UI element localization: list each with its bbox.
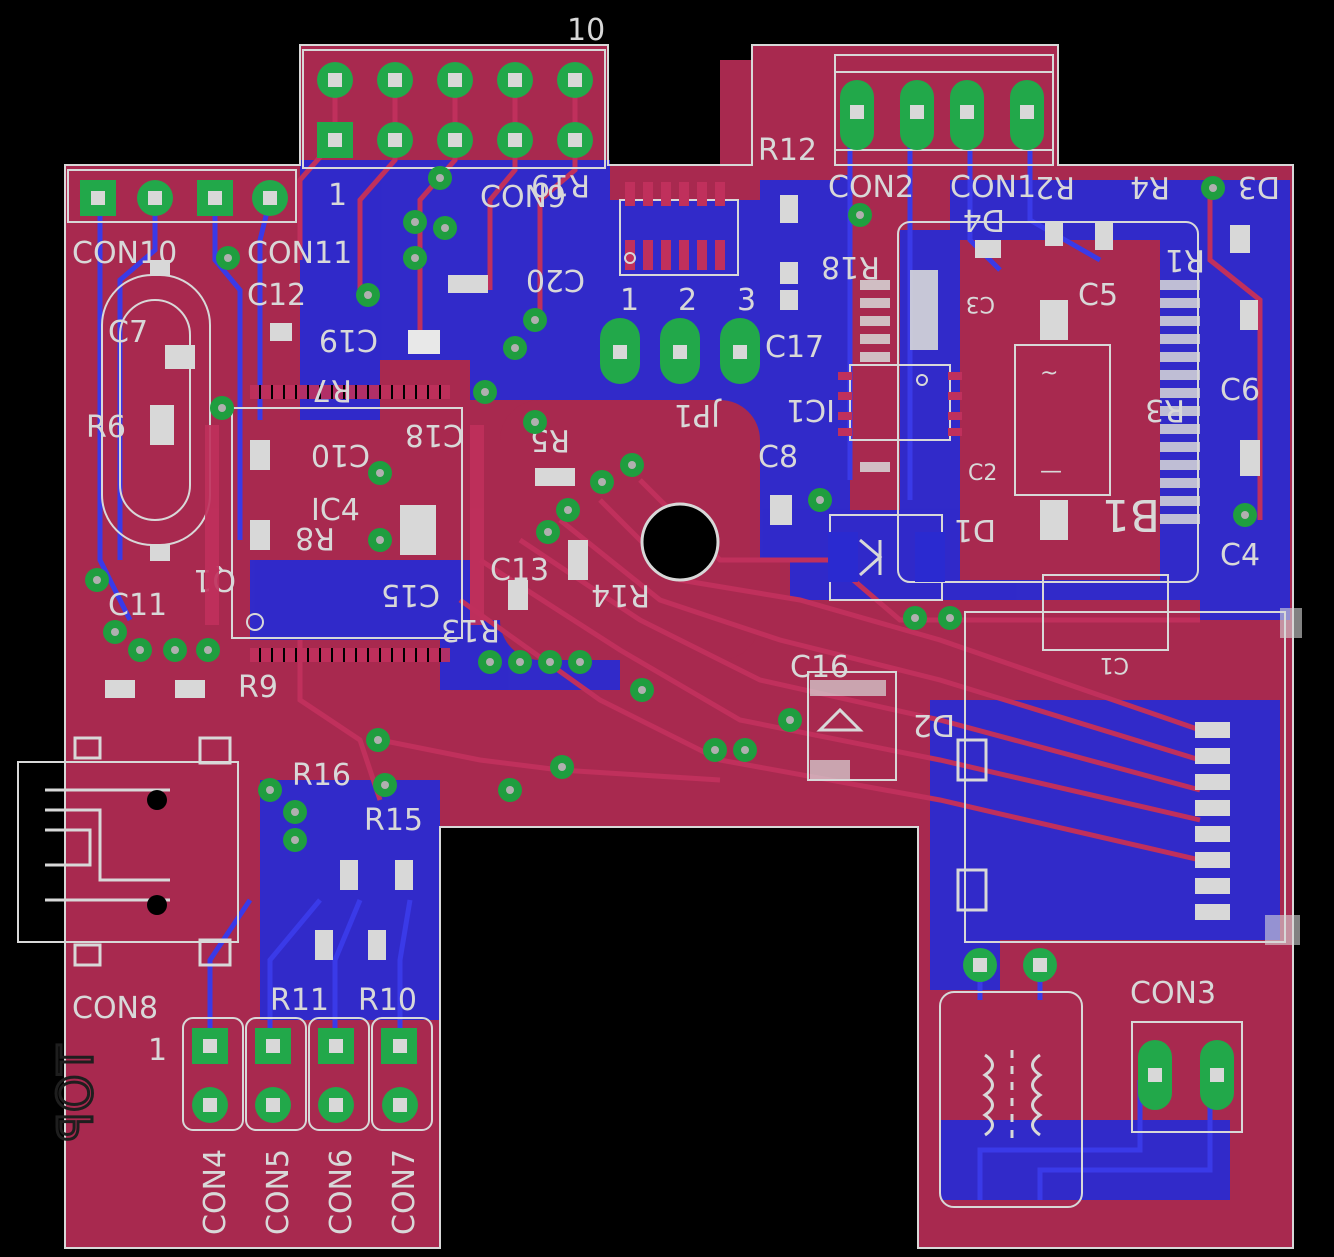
con7-label: CON7 — [387, 1149, 422, 1235]
mcu-module: ~ — — [860, 221, 1200, 583]
c17-label: C17 — [765, 330, 824, 365]
c3-label: C3 — [966, 291, 995, 316]
c16-d2 — [807, 671, 897, 781]
con2-con1-header — [834, 54, 1054, 166]
r6-label: R6 — [86, 410, 126, 445]
d4-label: D4 — [963, 202, 1005, 237]
jp1-label: JP1 — [674, 397, 722, 432]
c15-label: C15 — [381, 577, 440, 612]
c12-label: C12 — [247, 278, 306, 313]
con3-header — [1131, 1021, 1243, 1133]
con1-label: CON1 — [950, 170, 1036, 205]
ic4-qfp — [205, 385, 484, 662]
c7-label: C7 — [108, 315, 148, 350]
board-outline — [64, 44, 1294, 1249]
usb-connector-con8 — [17, 736, 239, 967]
header-pin-10-label: 10 — [567, 13, 605, 48]
c2-label: C2 — [968, 461, 997, 486]
d2-label: D2 — [913, 707, 955, 742]
card-slot — [956, 574, 1302, 945]
jp1-pin1-label: 1 — [620, 283, 639, 318]
diode-bridge — [770, 495, 945, 601]
top-layer-marker: TOP — [48, 1044, 104, 1141]
r1-label: R1 — [1165, 242, 1205, 277]
con8-label: CON8 — [72, 991, 158, 1026]
c8-label: C8 — [758, 440, 798, 475]
bottom-copper-pour — [250, 160, 1290, 1200]
r4-label: R4 — [1130, 169, 1170, 204]
jp1-pin2-label: 2 — [678, 283, 697, 318]
c5-label: C5 — [1078, 278, 1118, 313]
jp1-pin3-label: 3 — [737, 283, 756, 318]
r19-label: R19 — [531, 167, 590, 202]
vias — [85, 166, 1257, 852]
r11-label: R11 — [270, 983, 329, 1018]
con8-pin1-label: 1 — [148, 1033, 167, 1068]
r10-label: R10 — [358, 983, 417, 1018]
header-2x5 — [302, 49, 606, 169]
crystal-q1 — [101, 260, 211, 561]
r9-label: R9 — [238, 670, 278, 705]
con9-label: CON9 — [480, 180, 566, 215]
c4-label: C4 — [1220, 538, 1260, 573]
r18-label: R18 — [821, 249, 880, 284]
jp1-jumper — [600, 318, 760, 384]
transformer-inductor — [939, 948, 1083, 1208]
passives-middle — [508, 468, 588, 610]
ic1-label: IC1 — [786, 392, 835, 427]
c19-label: C19 — [319, 322, 378, 357]
mounting-hole — [640, 502, 720, 582]
con6-label: CON6 — [324, 1149, 359, 1235]
con2-label: CON2 — [828, 170, 914, 205]
module-tilde-top: ~ — [1040, 361, 1058, 386]
con4-label: CON4 — [198, 1149, 233, 1235]
con9-connector — [619, 182, 739, 276]
c16-label: C16 — [790, 650, 849, 685]
con10-con11-headers — [67, 169, 297, 223]
con5-label: CON5 — [261, 1149, 296, 1235]
b1-label: B1 — [1102, 489, 1160, 540]
r8-label: R8 — [295, 520, 335, 555]
module-dash-bottom: — — [1040, 459, 1062, 484]
c18-label: C18 — [405, 417, 464, 452]
c10-label: C10 — [311, 437, 370, 472]
d1-label: D1 — [954, 512, 996, 547]
con4-con7-headers — [182, 1017, 433, 1131]
r2-label: R2 — [1035, 169, 1075, 204]
r15-label: R15 — [364, 803, 423, 838]
r14-label: R14 — [591, 577, 650, 612]
ic4-label: IC4 — [311, 493, 360, 528]
c6-label: C6 — [1220, 373, 1260, 408]
passives-lower-left — [315, 860, 413, 960]
r13-label: R13 — [441, 612, 500, 647]
r12-label: R12 — [758, 133, 817, 168]
passives-right-top — [780, 195, 1260, 476]
con1-pin1-label: 1 — [328, 178, 347, 213]
d3-label: D3 — [1238, 169, 1280, 204]
board-cutout — [442, 829, 916, 1257]
c11-label: C11 — [108, 588, 167, 623]
r16-label: R16 — [292, 758, 351, 793]
r7-label: R7 — [312, 372, 352, 407]
ic1-chip — [838, 364, 962, 441]
passives-left — [105, 275, 488, 698]
c1-label: C1 — [1100, 652, 1129, 677]
con3-label: CON3 — [1130, 976, 1216, 1011]
con11-label: CON11 — [247, 236, 352, 271]
c20-label: C20 — [526, 262, 585, 297]
